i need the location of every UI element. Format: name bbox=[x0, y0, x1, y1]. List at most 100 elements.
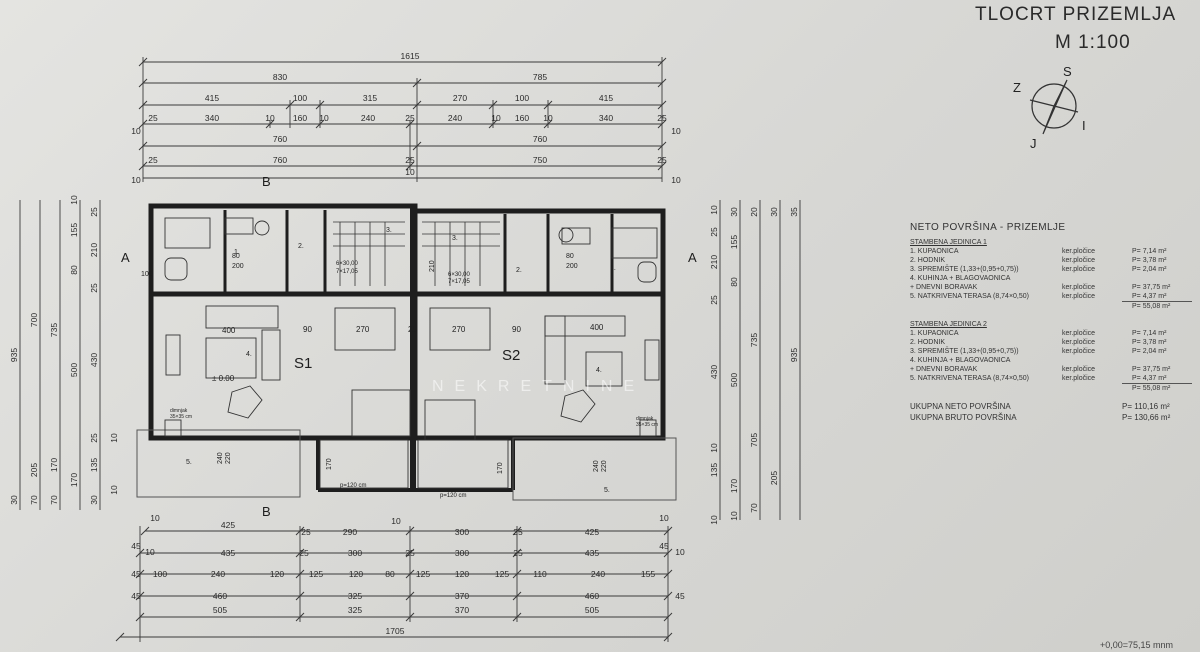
dim-left-8: 430 bbox=[89, 353, 99, 367]
dim-left-17: 10 bbox=[109, 485, 119, 495]
area-row-material: ker.pločice bbox=[1062, 348, 1096, 355]
dim-right-9: 10 bbox=[709, 205, 719, 215]
dim-top-r6-2: 760 bbox=[273, 155, 287, 165]
compass-labels: S I J Z bbox=[1013, 64, 1086, 151]
top-dimension-text: 1615 830 785 415 100 315 270 100 415 25 … bbox=[131, 51, 681, 185]
dim-left-6: 80 bbox=[69, 265, 79, 275]
chimney-label-1: dimnjak bbox=[170, 408, 188, 414]
dim-plan-170a: 170 bbox=[326, 458, 333, 470]
dim-left-11: 10 bbox=[109, 433, 119, 443]
dim-plan-220a: 220 bbox=[225, 452, 232, 464]
dim-top-r5-2: 760 bbox=[273, 134, 287, 144]
room-3-s1: 3. bbox=[386, 227, 392, 234]
window-p-b: p=120 cm bbox=[440, 493, 467, 499]
dim-left-19: 30 bbox=[9, 495, 19, 505]
dim-top-half-1: 830 bbox=[273, 72, 287, 82]
dim-bot-r1-9: 10 bbox=[659, 513, 669, 523]
dim-bot-r4-2: 460 bbox=[213, 591, 227, 601]
room-1-s1: 1. bbox=[234, 249, 240, 256]
dim-plan-200a: 200 bbox=[232, 263, 244, 270]
area-row: 4. KUHINJA + BLAGOVAONICA bbox=[910, 356, 1200, 365]
dim-top-r7-3: 10 bbox=[671, 175, 681, 185]
dim-plan-220b: 220 bbox=[601, 460, 608, 472]
area-row-material: ker.pločice bbox=[1062, 284, 1096, 291]
dim-top-r4-13: 25 bbox=[657, 113, 667, 123]
dim-right-14: 205 bbox=[769, 471, 779, 485]
dim-bot-r2-11: 10 bbox=[675, 547, 685, 557]
area-row-label: 5. NATKRIVENA TERASA (8,74×0,50) bbox=[910, 375, 1029, 382]
area-row-label: 4. KUHINJA + BLAGOVAONICA bbox=[910, 357, 1011, 364]
dim-right-5: 430 bbox=[709, 365, 719, 379]
dim-plan-80b: 80 bbox=[566, 253, 574, 260]
dim-top-r7-2: 10 bbox=[405, 167, 415, 177]
stair1-label: 6×30,00 bbox=[336, 261, 359, 267]
area-row-label: 5. NATKRIVENA TERASA (8,74×0,50) bbox=[910, 293, 1029, 300]
dim-top-r4-5: 10 bbox=[319, 113, 329, 123]
dim-top-r4-1: 25 bbox=[148, 113, 158, 123]
dim-top-r4-4: 160 bbox=[293, 113, 307, 123]
area-row-label: 3. SPREMIŠTE (1,33+(0,95+0,75)) bbox=[910, 266, 1019, 273]
dim-top-r4-2: 340 bbox=[205, 113, 219, 123]
area-row-value: P= 2,04 m² bbox=[1132, 348, 1167, 355]
dim-bot-r3-4: 120 bbox=[270, 569, 284, 579]
area-row-label: 1. KUPAONICA bbox=[910, 248, 959, 255]
compass bbox=[1029, 79, 1079, 135]
stair2-label: 6×30,00 bbox=[448, 272, 471, 278]
area-row-material: ker.pločice bbox=[1062, 375, 1096, 382]
corner-note: +0,00=75,15 mnm bbox=[1100, 640, 1174, 650]
area-row-material: ker.pločice bbox=[1062, 339, 1096, 346]
area-row-material: ker.pločice bbox=[1062, 257, 1096, 264]
dim-plan-240a: 240 bbox=[217, 452, 224, 464]
dim-right-17: 10 bbox=[729, 511, 739, 521]
dim-left-3: 700 bbox=[29, 313, 39, 327]
total-net-label: UKUPNA NETO POVRŠINA bbox=[910, 402, 1011, 411]
dim-top-r5-3: 760 bbox=[533, 134, 547, 144]
dim-left-15: 210 bbox=[89, 243, 99, 257]
dim-bot-r3-3: 240 bbox=[211, 569, 225, 579]
dim-right-20: 25 bbox=[709, 227, 719, 237]
dim-left-12: 30 bbox=[89, 495, 99, 505]
dim-right-11: 25 bbox=[709, 295, 719, 305]
dim-bot-r2-9: 435 bbox=[585, 548, 599, 558]
dim-top-r7-1: 10 bbox=[131, 175, 141, 185]
dim-top-r4-8: 240 bbox=[448, 113, 462, 123]
area-row-value: P= 7,14 m² bbox=[1132, 330, 1167, 337]
dimension-lines bbox=[19, 57, 801, 642]
area-row-material: ker.pločice bbox=[1062, 266, 1096, 273]
room-5-s1: 5. bbox=[186, 459, 192, 466]
unit-1-heading: STAMBENA JEDINICA 1 bbox=[910, 239, 987, 246]
dim-plan-400b: 400 bbox=[590, 323, 604, 332]
area-row-value: P= 4,37 m² bbox=[1132, 293, 1167, 300]
dim-left-10: 135 bbox=[89, 458, 99, 472]
dim-right-18: 10 bbox=[709, 443, 719, 453]
bottom-dimension-text: 10 425 25 290 10 300 25 425 10 45 10 435… bbox=[131, 513, 685, 636]
dim-bot-r1-4: 290 bbox=[343, 527, 357, 537]
dim-right-7: 210 bbox=[709, 255, 719, 269]
unit-label-s1: S1 bbox=[294, 355, 312, 372]
dim-plan-270a: 270 bbox=[356, 325, 370, 334]
dim-bot-r2-7: 300 bbox=[455, 548, 469, 558]
compass-north: Z bbox=[1013, 80, 1021, 95]
dim-right-10: 30 bbox=[729, 207, 739, 217]
dim-top-r6-3: 25 bbox=[405, 155, 415, 165]
dim-right-1: 935 bbox=[789, 348, 799, 362]
dim-plan-25: 25 bbox=[408, 325, 417, 334]
area-row: 3. SPREMIŠTE (1,33+(0,95+0,75))ker.ploči… bbox=[910, 347, 1200, 356]
section-a-right: A bbox=[688, 250, 697, 265]
dim-bot-r5-4: 505 bbox=[585, 605, 599, 615]
dim-bot-r3-6: 120 bbox=[349, 569, 363, 579]
area-row-value: P= 3,78 m² bbox=[1132, 339, 1167, 346]
dim-top-total: 1615 bbox=[401, 51, 420, 61]
dim-bot-r1-8: 425 bbox=[585, 527, 599, 537]
area-row: 3. SPREMIŠTE (1,33+(0,95+0,75)) ker.ploči… bbox=[910, 265, 1200, 274]
chimney-size-2: 35×35 cm bbox=[636, 422, 658, 428]
dim-left-14: 25 bbox=[89, 283, 99, 293]
dim-plan-200b: 200 bbox=[566, 263, 578, 270]
area-table: NETO POVRŠINA - PRIZEMLJE STAMBENA JEDIN… bbox=[910, 222, 1200, 442]
dim-left-22: 70 bbox=[49, 495, 59, 505]
area-row-material: ker.pločice bbox=[1062, 293, 1096, 300]
